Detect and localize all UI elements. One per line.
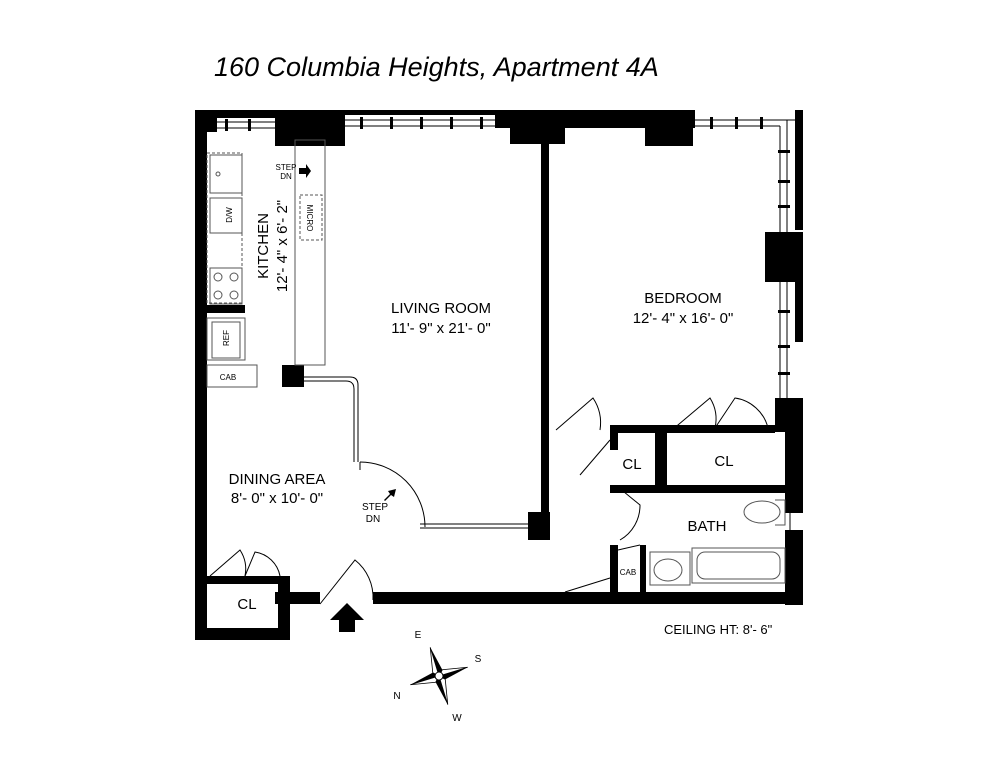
cab-label-bath: CAB [620,568,636,577]
step-arrow-icon-dining [384,489,396,501]
dining-area-dims: 8'- 0" x 10'- 0" [231,490,323,507]
dining-area-name: DINING AREA [229,471,326,488]
kitchen-fixtures [206,139,326,388]
step-label-dining: STEP [362,502,388,513]
closet-label-bedroom: CL [714,453,733,470]
micro-label: MICRO [305,205,314,232]
step-arrow-icon [299,164,311,178]
compass-e: E [415,630,422,641]
bedroom-name: BEDROOM [644,290,722,307]
living-room-name: LIVING ROOM [391,300,491,317]
step-label-kitchen: STEP [276,163,297,172]
bedroom-dims: 12'- 4" x 16'- 0" [633,310,734,327]
kitchen-name: KITCHEN [255,213,272,279]
plan-title: 160 Columbia Heights, Apartment 4A [214,52,659,82]
cab-label-kitchen: CAB [220,373,236,382]
dishwasher-label: D/W [225,207,234,223]
interior-walls [282,128,800,595]
kitchen-counter-edge [207,305,245,313]
ref-label: REF [222,330,231,346]
ceiling-height: CEILING HT: 8'- 6" [664,622,773,637]
exterior-walls [195,110,803,640]
entry-arrow-icon [330,603,364,632]
compass-s: S [475,654,482,665]
dn-label-dining: DN [366,514,380,525]
kitchen-dims: 12'- 4" x 6'- 2" [274,200,291,292]
bath-fixtures [649,499,786,586]
doors [209,397,769,605]
window-mullions [225,117,790,375]
thin-walls [304,376,611,593]
dn-label-kitchen: DN [280,172,292,181]
living-room-dims: 11'- 9" x 21'- 0" [391,320,490,337]
closet-label-dining: CL [237,596,256,613]
closet-label-hall: CL [622,456,641,473]
compass-n: N [393,691,400,702]
compass-icon [410,647,468,705]
kitchen-label-group: KITCHEN 12'- 4" x 6'- 2" [255,200,291,292]
bath-name: BATH [688,518,727,535]
compass-w: W [452,713,462,724]
